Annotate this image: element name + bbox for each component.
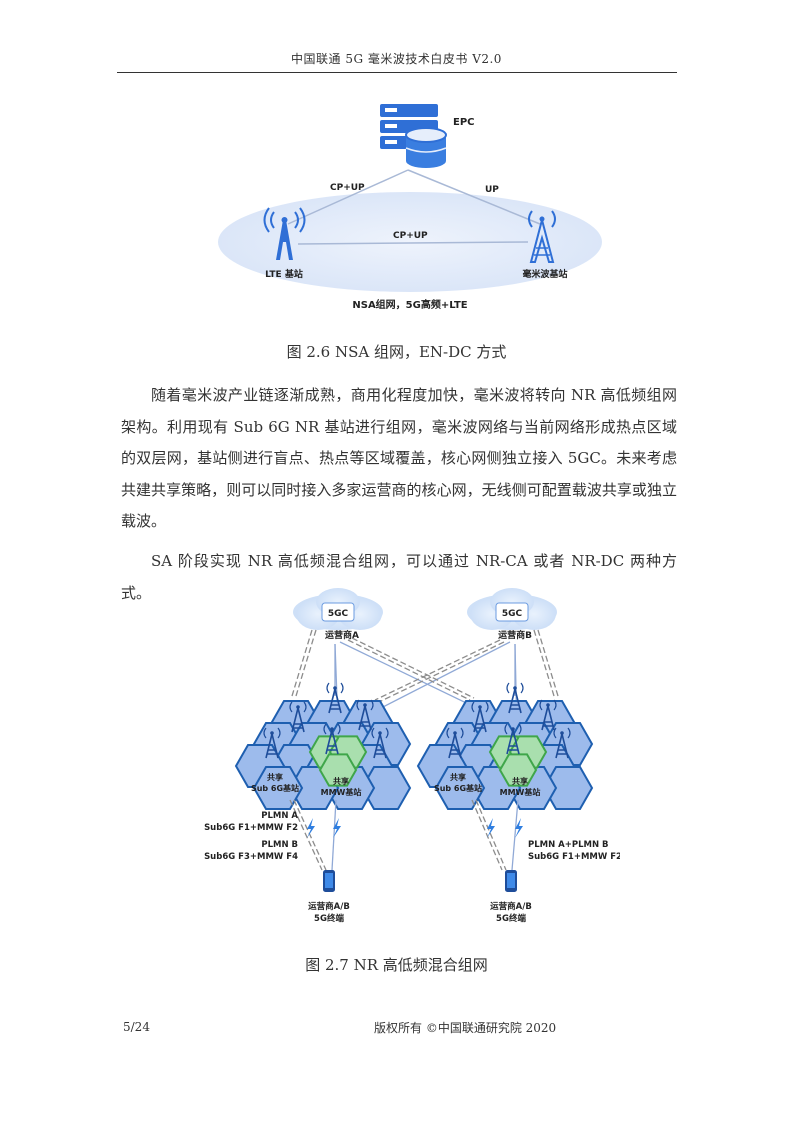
plmn-a-label: PLMN A	[261, 811, 298, 821]
mmw-label: 毫米波基站	[522, 268, 567, 280]
nsa-sub-caption: NSA组网，5G高频+LTE	[352, 298, 467, 311]
left-terminal-line1: 运营商A/B	[308, 901, 350, 912]
left-mmw-shared-label: 共享	[333, 776, 349, 786]
header-rule	[117, 72, 677, 73]
epc-label: EPC	[453, 117, 475, 128]
plmn-a-freq: Sub6G F1+MMW F2	[204, 823, 298, 833]
copyright-notice: 版权所有 ©中国联通研究院 2020	[374, 1021, 557, 1035]
cloud-icon-b	[467, 588, 557, 630]
operator-a-label: 运营商A	[325, 629, 359, 641]
right-terminal-icon	[505, 870, 517, 892]
figure-2-7-caption: 图 2.7 NR 高低频混合组网	[305, 956, 488, 974]
plmn-b-freq: Sub6G F3+MMW F4	[204, 852, 298, 862]
left-shared-label: 共享	[267, 772, 283, 782]
right-terminal-line2: 5G终端	[496, 913, 526, 924]
figure-nr-hybrid-svg: 5GC 5GC 运营商A 运营商B	[204, 588, 622, 924]
lte-label: LTE 基站	[265, 268, 303, 280]
core-dashed-links	[291, 629, 559, 703]
left-mmw-label: MMW基站	[321, 787, 362, 797]
right-terminal-line1: 运营商A/B	[490, 901, 532, 912]
page-number: 5/24	[123, 1020, 150, 1034]
cloud-a-label: 5GC	[328, 609, 349, 619]
right-sub6g-label: Sub 6G基站	[434, 783, 482, 793]
lte-mmw-link	[297, 241, 529, 245]
right-mmw-shared-label: 共享	[512, 776, 528, 786]
cloud-b-label: 5GC	[502, 609, 523, 619]
left-terminal-line2: 5G终端	[314, 913, 344, 924]
plmn-b-label: PLMN B	[261, 840, 298, 850]
lte-tower-icon	[263, 207, 306, 260]
left-terminal-icon	[323, 870, 335, 892]
figure-nsa-svg: EPC CP+UP UP CP+UP LTE 基站 毫米波基站 NSA组网，5G…	[218, 104, 602, 311]
right-link-label: UP	[485, 185, 499, 195]
mmw-tower-icon	[528, 210, 556, 263]
page-header: 中国联通 5G 毫米波技术白皮书 V2.0	[291, 52, 502, 66]
paragraph-1: 随着毫米波产业链逐渐成熟，商用化程度加快，毫米波将转向 NR 高低频组网架构。利…	[121, 386, 677, 530]
middle-link-label: CP+UP	[393, 231, 428, 241]
figure-nsa: EPC CP+UP UP CP+UP LTE 基站 毫米波基站 NSA组网，5G…	[210, 92, 610, 320]
cloud-icon-a	[293, 588, 383, 630]
operator-b-label: 运营商B	[498, 629, 532, 641]
figure-2-6-caption: 图 2.6 NSA 组网，EN-DC 方式	[286, 343, 507, 361]
right-shared-label: 共享	[450, 772, 466, 782]
left-signal-bolt-icon	[307, 818, 315, 838]
left-sub6g-label: Sub 6G基站	[251, 783, 299, 793]
figure-nr-hybrid: 5GC 5GC 运营商A 运营商B	[200, 588, 622, 938]
epc-server-icon	[380, 104, 447, 168]
mmw-epc-link	[407, 169, 541, 225]
access-links	[289, 799, 519, 871]
lte-epc-link	[287, 169, 409, 225]
plmn-ab-freq: Sub6G F1+MMW F2	[528, 852, 620, 862]
coverage-ellipse	[218, 192, 602, 292]
plmn-ab-label: PLMN A+PLMN B	[528, 840, 609, 850]
paragraph-2: SA 阶段实现 NR 高低频混合组网，可以通过 NR-CA 或者 NR-DC 两…	[121, 552, 677, 602]
left-link-label: CP+UP	[330, 183, 365, 193]
right-mmw-label: MMW基站	[500, 787, 541, 797]
